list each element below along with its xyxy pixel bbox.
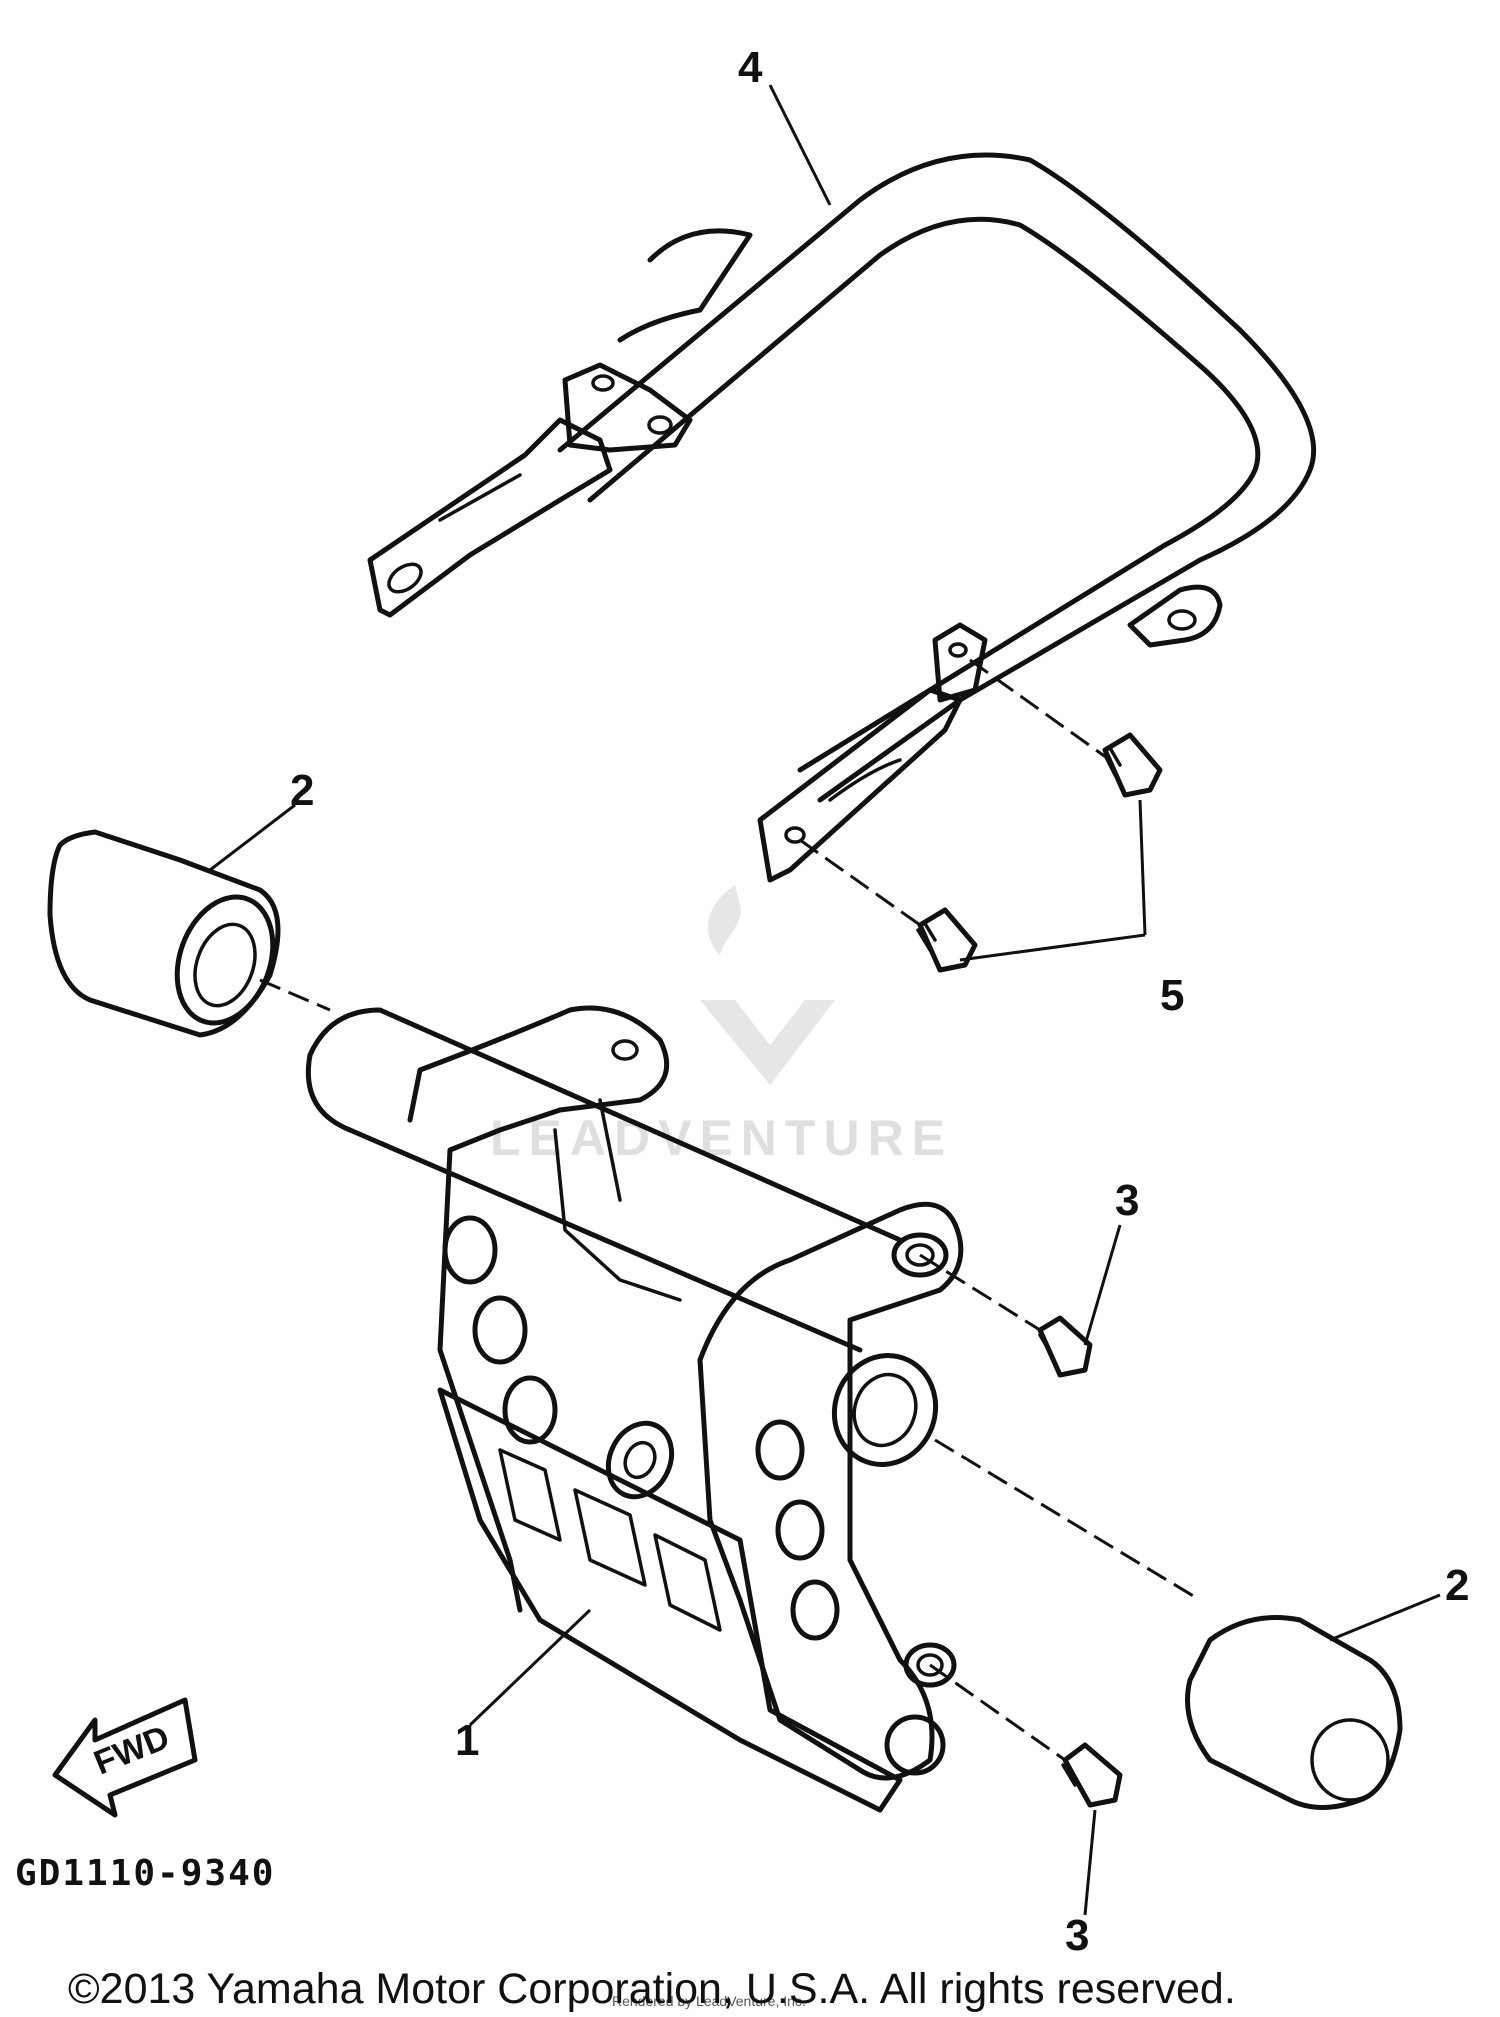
callout-1: 1 (455, 1716, 479, 1765)
part-3-bolts (919, 1253, 1123, 1808)
render-credit: Rendered by LeadVenture, Inc. (612, 1993, 806, 2009)
part-1-front-bumper (305, 1005, 964, 1813)
part-2-end-cap-left (47, 829, 331, 1038)
callout-3-upper: 3 (1115, 1176, 1139, 1225)
part-2-end-cap-right (934, 1438, 1403, 1810)
callout-3-lower: 3 (1065, 1911, 1089, 1960)
callout-2-right: 2 (1445, 1561, 1469, 1610)
part-5-bolts (799, 658, 1163, 973)
copyright-notice: ©2013 Yamaha Motor Corporation, U.S.A. A… (68, 1965, 1236, 2013)
callout-2-left: 2 (290, 766, 314, 815)
callout-5: 5 (1160, 971, 1184, 1020)
fwd-direction-arrow: FWD (52, 1697, 198, 1818)
callout-4: 4 (738, 43, 763, 92)
callout-numbers: 4 2 5 3 2 1 3 (290, 43, 1469, 1960)
part-4-grab-bar (367, 152, 1317, 883)
callout-leaders (209, 84, 1441, 1916)
bolt-5-lower (916, 907, 978, 973)
bolt-3-upper (1037, 1315, 1093, 1378)
bolt-3-lower (1061, 1742, 1123, 1808)
leadventure-watermark: LEADVENTURE (490, 885, 945, 1166)
drawing-code: GD1110-9340 (15, 1853, 275, 1894)
bolt-5-upper (1102, 732, 1163, 798)
